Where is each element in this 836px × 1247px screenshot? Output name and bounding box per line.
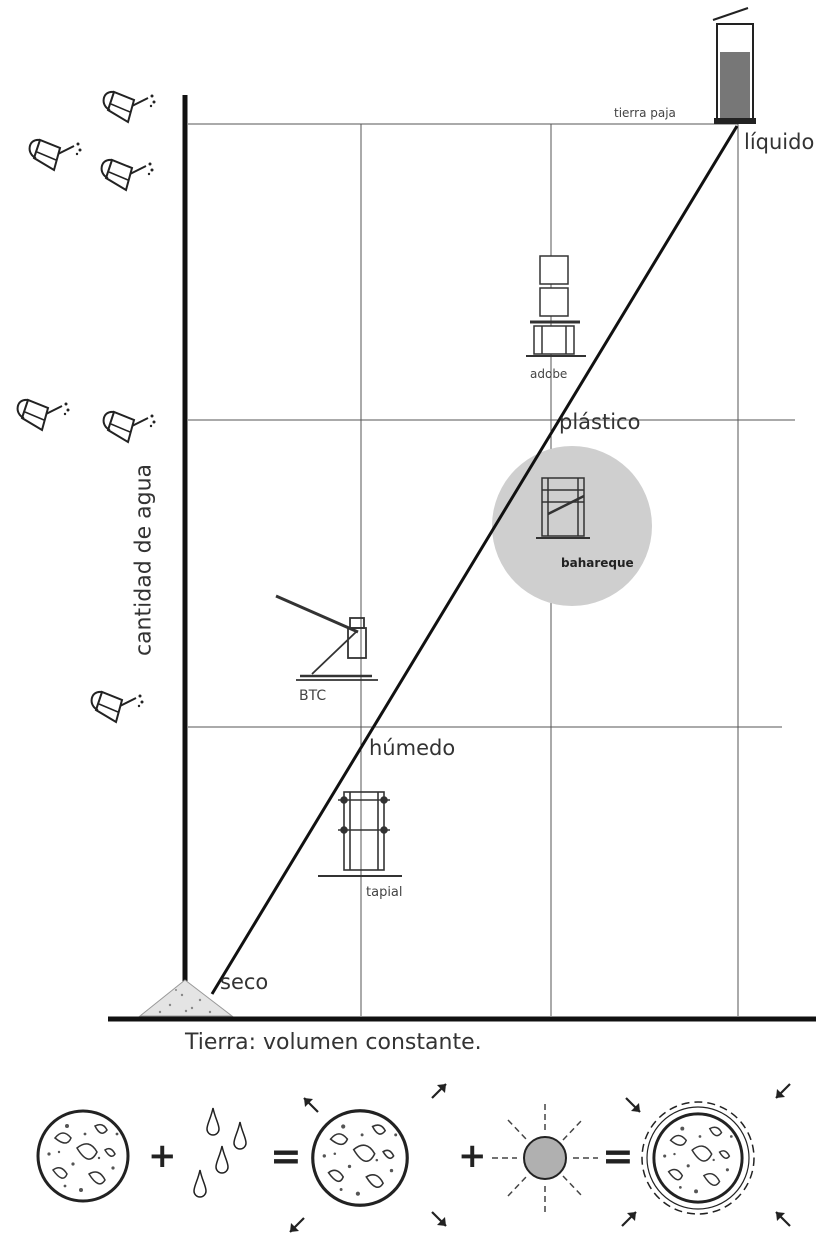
- equation-equals-sign: =: [602, 1134, 634, 1178]
- equation-plus-sign: +: [458, 1136, 487, 1176]
- bahareque-highlight-circle: [492, 446, 652, 606]
- water-drops-icon: [193, 1107, 247, 1198]
- technique-label-tierra-paja: tierra paja: [614, 106, 676, 120]
- watering-can-icon: [100, 158, 155, 191]
- state-label-plastico: plástico: [559, 410, 641, 434]
- dried-soil-grain-icon: [641, 1101, 755, 1215]
- watering-can-icon: [90, 690, 145, 723]
- watering-can-icon: [28, 138, 83, 171]
- y-axis-label: cantidad de agua: [131, 463, 157, 657]
- state-label-humedo: húmedo: [369, 736, 456, 760]
- equation-equals-sign: =: [270, 1134, 302, 1178]
- sun-icon: [492, 1104, 598, 1212]
- adobe-icon: [526, 255, 586, 357]
- state-label-seco: seco: [220, 970, 269, 994]
- technique-label-btc: BTC: [299, 688, 327, 704]
- technique-label-bahareque: bahareque: [561, 556, 634, 570]
- state-label-liquido: líquido: [744, 130, 815, 154]
- tierra-paja-formwork-icon: [712, 7, 756, 124]
- x-axis-label: Tierra: volumen constante.: [185, 1030, 482, 1055]
- btc-press-icon: [275, 594, 378, 681]
- water-content-line: [210, 125, 739, 995]
- wet-soil-grain-icon: [311, 1109, 409, 1207]
- dry-soil-grain-icon: [36, 1109, 130, 1203]
- tapial-formwork-icon: [318, 791, 402, 877]
- watering-can-icon: [102, 90, 157, 123]
- technique-label-tapial: tapial: [366, 885, 403, 900]
- bahareque-icon: [536, 477, 590, 539]
- technique-label-adobe: adobe: [530, 367, 568, 381]
- soil-pile-icon: [138, 979, 234, 1017]
- equation-plus-sign: +: [148, 1136, 177, 1176]
- watering-can-icon: [16, 398, 71, 431]
- soil-pile-dots: [158, 989, 212, 1014]
- watering-can-icon: [102, 410, 157, 443]
